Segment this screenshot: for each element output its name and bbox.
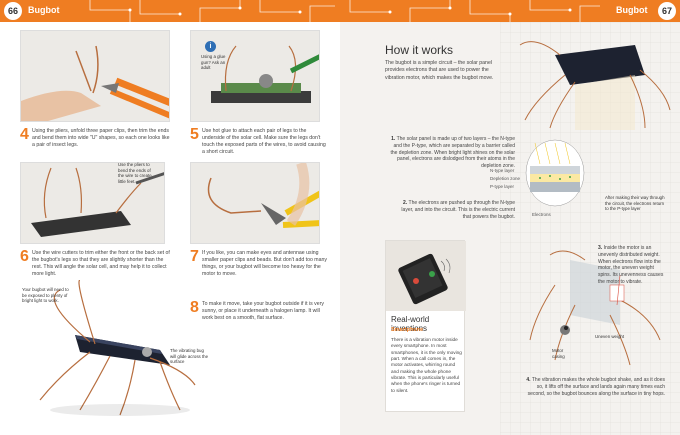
real-world-box: Real-world inventions Smartphone There i… [385, 240, 466, 412]
layer-p-type: P-type layer [490, 184, 515, 189]
step-7-photo [190, 162, 320, 244]
cutter-illustration [207, 163, 319, 228]
smartphone-image [386, 241, 466, 311]
real-world-title: Real-world inventions [391, 315, 430, 333]
layer-n-type: N-type layer [490, 168, 515, 173]
point-3: 3. Inside the motor is an unevenly distr… [598, 245, 668, 286]
layer-depletion: Depletion zone [490, 176, 521, 181]
real-world-text: There is a vibration motor inside every … [391, 337, 462, 393]
real-world-subtitle: Smartphone [391, 327, 424, 333]
bugbot-diagram-bottom [529, 250, 661, 366]
step-5-number: 5 [190, 126, 199, 143]
point-3-number: 3. [598, 245, 603, 251]
step-8-text: To make it move, take your bugbot outsid… [202, 301, 324, 322]
wire-cutter-illustration [31, 167, 164, 237]
step-6-photo [20, 162, 165, 244]
left-section-title: Bugbot [28, 5, 60, 15]
intro-text: The bugbot is a simple circuit – the sol… [385, 60, 494, 81]
point-2-text: The electrons are pushed up through the … [401, 200, 515, 220]
point-1-text: The solar panel is made up of two layers… [390, 136, 515, 169]
solar-layers-diagram [525, 139, 585, 207]
page-heading: How it works [385, 43, 454, 57]
step-8-number: 8 [190, 299, 199, 316]
adult-note: Using a glue gun? Ask an adult [201, 54, 226, 71]
glue-illustration [211, 45, 319, 103]
circuit-decoration-right [349, 0, 600, 22]
bugbot-illustration [39, 280, 196, 416]
point-4-number: 4. [526, 377, 531, 383]
left-header-bar: 66 Bugbot [0, 0, 340, 22]
solar-note: Your bugbot will need to be exposed to p… [22, 287, 69, 304]
right-page-number: 67 [658, 2, 676, 20]
pliers-note: Use the pliers to bend the ends of the w… [118, 162, 152, 185]
right-section-title: Bugbot [616, 5, 648, 15]
step-6-text: Use the wire cutters to trim either the … [32, 250, 170, 278]
step-7-number: 7 [190, 248, 199, 265]
step-5-text: Use hot glue to attach each pair of legs… [202, 128, 326, 156]
step-4-text: Using the pliers, unfold three paper cli… [32, 128, 170, 149]
motor-casing-label: Motor casing [552, 348, 565, 359]
step-4-photo [20, 30, 170, 122]
point-1-number: 1. [391, 136, 396, 142]
left-page: 66 Bugbot 4 Using the pliers, unfold thr… [0, 0, 340, 416]
pliers-illustration [21, 45, 169, 121]
point-2-number: 2. [403, 200, 408, 206]
step-6-number: 6 [20, 248, 29, 265]
point-4-text: The vibration makes the whole bugbot sha… [527, 377, 665, 397]
point-1: 1. The solar panel is made up of two lay… [390, 136, 515, 170]
right-header-bar: Bugbot 67 [340, 0, 680, 22]
return-note: After making their way through the circu… [605, 195, 665, 212]
bugbot-diagram-top [519, 41, 671, 130]
point-3-text: Inside the motor is an unevenly distribu… [598, 245, 664, 285]
uneven-weight-label: Uneven weight [595, 334, 625, 339]
point-2: 2. The electrons are pushed up through t… [395, 200, 515, 220]
step-4-number: 4 [20, 126, 29, 143]
point-4: 4. The vibration makes the whole bugbot … [520, 377, 665, 397]
step-7-text: If you like, you can make eyes and anten… [202, 250, 327, 278]
electrons-label: Electrons [532, 212, 551, 217]
right-page: Bugbot 67 How it works The bugbot is a s… [340, 0, 680, 435]
circuit-decoration [89, 0, 335, 22]
info-icon: i [205, 41, 216, 52]
left-page-number: 66 [4, 2, 22, 20]
vibrating-note: The vibrating bug will glide across the … [170, 348, 209, 365]
step-5-photo: i Using a glue gun? Ask an adult [190, 30, 320, 122]
